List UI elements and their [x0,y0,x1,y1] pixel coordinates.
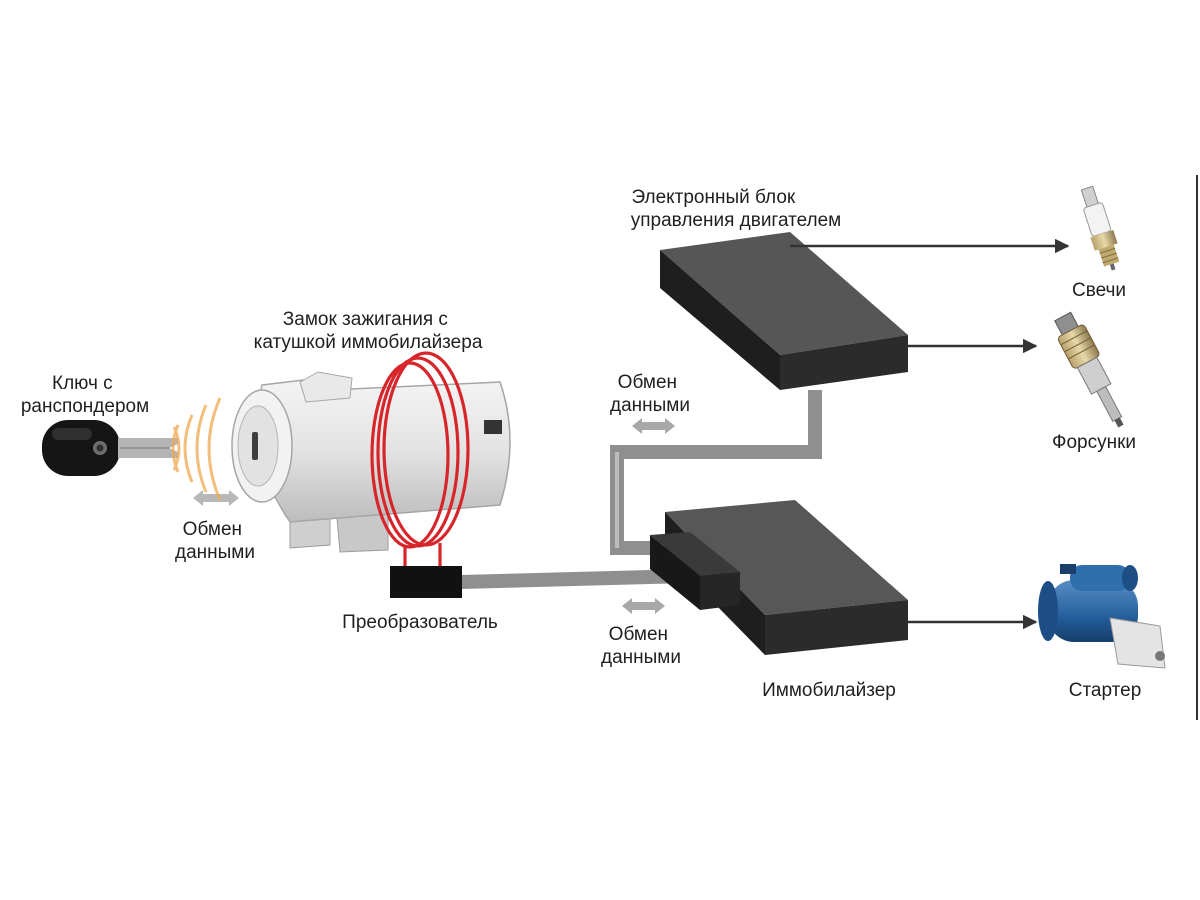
immobilizer-box [650,500,908,655]
label-key-line2: ранспондером [21,396,149,417]
label-exchange-immobilizer-line1: Обмен [609,624,668,645]
label-exchange-key: Обмен данными [175,519,255,563]
label-injectors: Форсунки [1052,432,1136,453]
starter-icon [1038,564,1166,669]
label-exchange-immobilizer-line2: данными [601,647,681,668]
label-converter: Преобразователь [342,612,498,633]
converter-block [390,566,462,598]
label-ignition-lock-line2: катушкой иммобилайзера [254,332,483,353]
cables [459,390,822,589]
label-ignition-lock-line1: Замок зажигания с [283,309,448,330]
label-exchange-ecu: Обмен данными [610,372,690,416]
injector-icon [1054,311,1124,428]
transponder-key [42,420,178,476]
exchange-arrow-key [193,490,239,506]
spark-plug-icon [1080,185,1120,271]
label-ignition-lock: Замок зажигания с катушкой иммобилайзера [254,309,483,353]
label-exchange-immobilizer: Обмен данными [601,624,681,668]
ecu-box [660,232,908,390]
output-arrows [790,238,1070,630]
exchange-arrow-immobilizer [622,598,665,614]
transponder-waves [171,397,222,501]
label-exchange-key-line1: Обмен [183,519,242,540]
label-spark-plugs: Свечи [1072,280,1126,301]
label-immobilizer: Иммобилайзер [762,680,896,701]
label-exchange-key-line2: данными [175,542,255,563]
cable-converter-to-immobilizer [459,569,691,589]
label-exchange-ecu-line2: данными [610,395,690,416]
label-ecu-line1: Электронный блок [631,187,795,208]
immobilizer-coil [370,351,470,568]
label-ecu: Электронный блок управления двигателем [631,187,842,231]
label-exchange-ecu-line1: Обмен [618,372,677,393]
exchange-arrow-ecu [632,418,675,434]
label-key: Ключ с ранспондером [21,373,149,417]
label-ecu-line2: управления двигателем [631,210,842,231]
label-starter: Стартер [1069,680,1142,701]
label-key-line1: Ключ с [52,373,113,394]
